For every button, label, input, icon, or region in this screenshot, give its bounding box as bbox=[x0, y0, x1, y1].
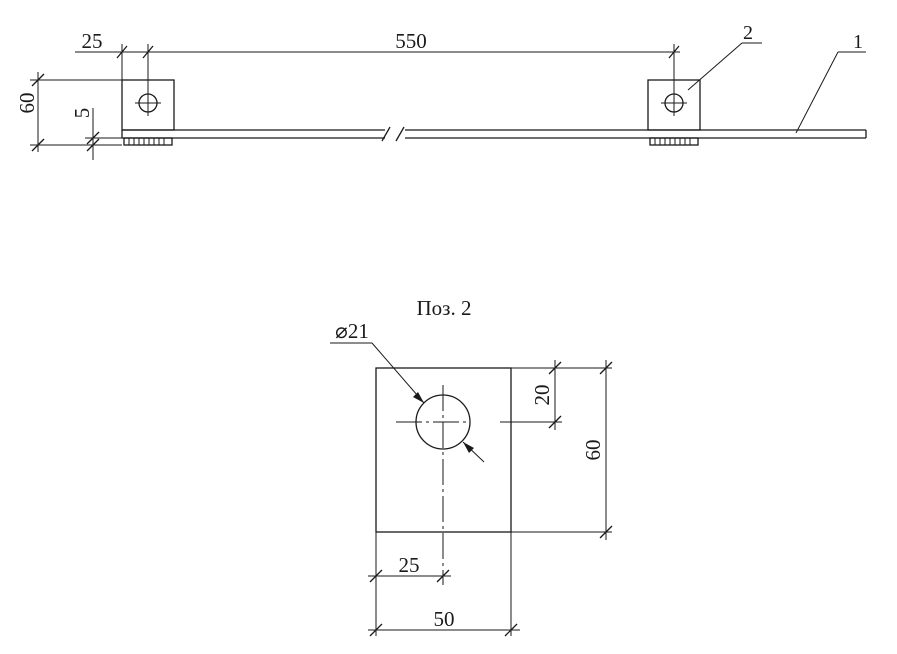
assembly-view: 25 550 60 5 2 1 bbox=[15, 22, 867, 160]
dim-left: 60 5 bbox=[15, 72, 124, 160]
detail-view: Поз. 2 ⌀21 20 bbox=[330, 296, 613, 637]
callout-1: 1 bbox=[795, 31, 866, 134]
bracket-right bbox=[647, 79, 701, 146]
dim-thickness-label: 5 bbox=[70, 108, 94, 119]
break-mark-left bbox=[381, 126, 391, 142]
dim-plate-width: 50 bbox=[368, 532, 520, 637]
break-mark-right bbox=[395, 126, 405, 142]
weld-hatch-left bbox=[128, 138, 165, 145]
weld-hatch-right bbox=[654, 138, 691, 145]
bracket-left bbox=[121, 79, 175, 146]
strip bbox=[121, 126, 867, 142]
plate-outline bbox=[375, 367, 512, 533]
dim-plate-width-label: 50 bbox=[434, 607, 455, 631]
dim-hole-offset-h: 25 bbox=[368, 532, 451, 636]
dim-offset-label: 25 bbox=[82, 29, 103, 53]
detail-title: Поз. 2 bbox=[417, 296, 472, 320]
dim-plate-height-label: 60 bbox=[581, 440, 605, 461]
dim-hole-label: ⌀21 bbox=[335, 319, 369, 343]
dim-hole-offset-h-label: 25 bbox=[399, 553, 420, 577]
dim-plate-height: 60 bbox=[511, 360, 613, 540]
callout-bracket-label: 2 bbox=[743, 22, 753, 44]
callout-2: 2 bbox=[687, 22, 762, 91]
callout-strip-label: 1 bbox=[853, 31, 863, 53]
dim-spacing-label: 550 bbox=[395, 29, 427, 53]
dim-hole-offset-v-label: 20 bbox=[530, 385, 554, 406]
dim-hole-offset-v: 20 bbox=[500, 360, 562, 430]
dim-height-label: 60 bbox=[15, 93, 39, 114]
dim-top: 25 550 bbox=[75, 29, 680, 90]
dim-hole: ⌀21 bbox=[330, 319, 485, 463]
